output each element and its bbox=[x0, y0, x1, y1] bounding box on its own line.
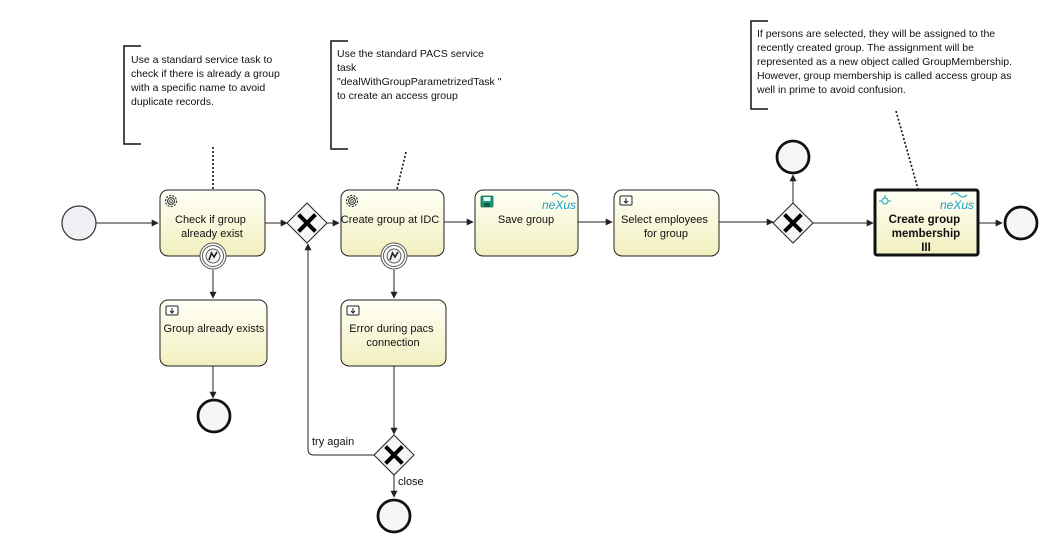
gear-icon bbox=[345, 194, 359, 208]
annotation-brackets bbox=[123, 20, 768, 150]
task-label: Create group at IDC bbox=[341, 214, 439, 226]
end-event-final[interactable] bbox=[1003, 205, 1039, 241]
annotation-bracket-3 bbox=[750, 20, 768, 110]
gateway-1[interactable] bbox=[286, 202, 328, 244]
end-event-group-exists[interactable] bbox=[196, 398, 232, 434]
nexus-logo-icon: neXus bbox=[940, 192, 974, 212]
task-create-group[interactable]: Create group at IDC bbox=[340, 189, 445, 257]
flow-label-close: close bbox=[398, 476, 424, 488]
exclusive-x-icon bbox=[384, 445, 404, 465]
association-2 bbox=[396, 151, 407, 190]
association-3 bbox=[895, 110, 919, 190]
boundary-error-event-check[interactable] bbox=[199, 242, 227, 270]
task-label: Group already exists bbox=[164, 323, 265, 335]
manual-task-icon bbox=[346, 305, 360, 316]
task-label: Error during pacs connection bbox=[349, 323, 436, 349]
boundary-error-event-create[interactable] bbox=[380, 242, 408, 270]
gateway-2[interactable] bbox=[373, 434, 415, 476]
end-event-close[interactable] bbox=[376, 498, 412, 534]
svg-text:neXus: neXus bbox=[542, 198, 576, 212]
flow-try-again[interactable] bbox=[304, 243, 375, 456]
task-label: Save group bbox=[498, 214, 554, 226]
task-group-exists[interactable]: Group already exists bbox=[159, 299, 268, 367]
annotation-bracket-2 bbox=[330, 40, 348, 150]
error-icon bbox=[389, 251, 399, 261]
annotation-text-1: Use a standard service task to check if … bbox=[131, 54, 280, 108]
manual-task-icon bbox=[165, 305, 179, 316]
task-check-group[interactable]: Check if group already exist bbox=[159, 189, 266, 257]
task-label: Check if group already exist bbox=[175, 214, 249, 240]
gateway-3[interactable] bbox=[772, 202, 814, 244]
annotation-text-2: Use the standard PACS service task "deal… bbox=[337, 48, 502, 102]
task-label: Create group membership bbox=[889, 214, 964, 240]
events bbox=[61, 139, 1039, 534]
exclusive-x-icon bbox=[297, 213, 317, 233]
exclusive-x-icon bbox=[783, 213, 803, 233]
multi-instance-marker-icon: III bbox=[921, 242, 931, 254]
svg-text:neXus: neXus bbox=[940, 198, 974, 212]
error-icon bbox=[208, 251, 218, 261]
task-save-group[interactable]: neXus Save group bbox=[474, 189, 579, 257]
annotation-text-3: If persons are selected, they will be as… bbox=[757, 28, 1013, 96]
nexus-logo-icon: neXus bbox=[542, 192, 576, 212]
task-label: Select employees for group bbox=[621, 214, 711, 240]
annotation-associations bbox=[212, 110, 919, 190]
save-icon bbox=[480, 195, 494, 208]
task-error-pacs[interactable]: Error during pacs connection bbox=[340, 299, 447, 367]
end-event-top[interactable] bbox=[775, 139, 811, 175]
flow-label-try-again: try again bbox=[312, 436, 354, 448]
task-create-membership[interactable]: neXus Create group membership III bbox=[873, 188, 980, 257]
start-event[interactable] bbox=[61, 205, 97, 241]
task-select-employees[interactable]: Select employees for group bbox=[613, 189, 720, 257]
manual-task-icon bbox=[619, 195, 633, 206]
sequence-flows bbox=[96, 174, 1003, 498]
annotation-bracket-1 bbox=[123, 45, 141, 145]
subprocess-icon bbox=[879, 195, 891, 205]
gear-icon bbox=[164, 194, 178, 208]
